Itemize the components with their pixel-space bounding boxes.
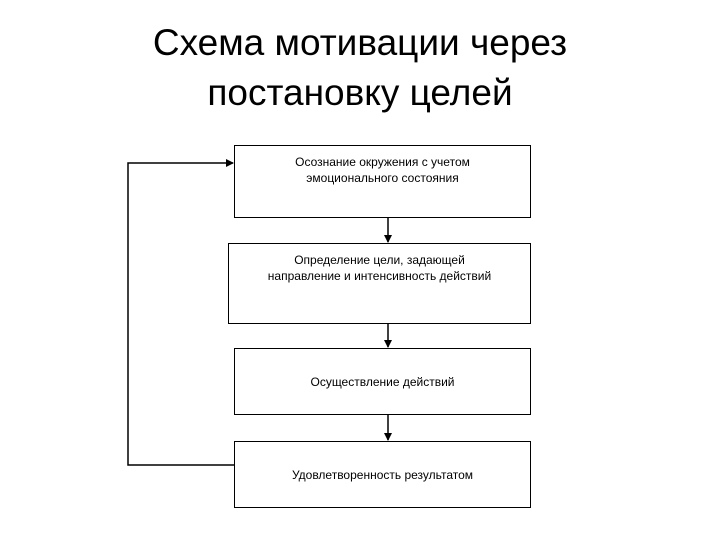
step-action-label: Осуществление действий [310,374,455,389]
feedback-loop-arrow [127,159,234,466]
step-action-box: Осуществление действий [234,348,531,415]
title-line-2: постановку целей [207,72,513,113]
step-satisfaction-label: Удовлетворенность результатом [291,467,474,482]
step-awareness-line-1: Осознание окружения с учетом [295,155,470,169]
step-goal-setting-line-1: Определение цели, задающей [294,253,465,267]
title-line-1: Схема мотивации через [152,22,568,63]
step-awareness-box: Осознание окружения с учетом эмоциональн… [234,145,531,218]
step-goal-setting-line-2: направление и интенсивность действий [267,269,492,283]
step-awareness-line-2: эмоционального состояния [306,171,459,185]
step-goal-setting-box: Определение цели, задающей направление и… [228,243,531,324]
slide-title: Схема мотивации через постановку целей [0,18,720,118]
step-satisfaction-box: Удовлетворенность результатом [234,441,531,508]
